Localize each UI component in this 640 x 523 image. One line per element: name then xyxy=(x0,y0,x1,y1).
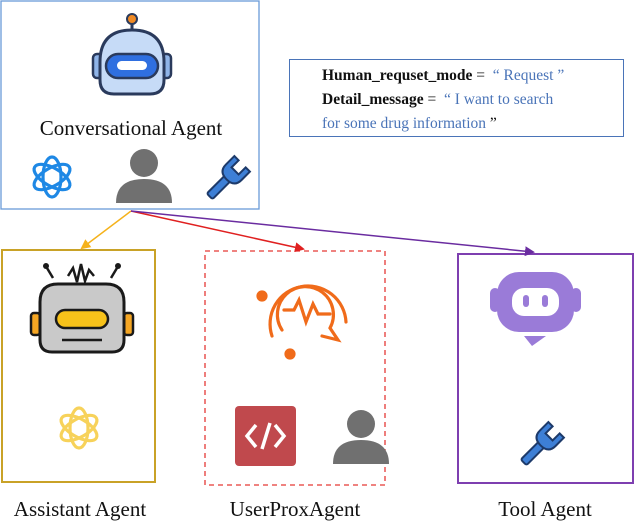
message-line-1: Human_requset_mode = “ Request ” xyxy=(322,64,623,88)
message-line-2: Detail_message = “ I want to search xyxy=(322,88,623,112)
tool-agent-label: Tool Agent xyxy=(498,497,592,521)
chat-wave-icon xyxy=(256,284,348,360)
userprox-agent-label: UserProxAgent xyxy=(229,497,361,521)
message-line-3: for some drug information ” xyxy=(322,112,623,136)
message-box: Human_requset_mode = “ Request ” Detail_… xyxy=(289,59,624,137)
equals-sign: = xyxy=(423,91,444,108)
arrow-to-tool xyxy=(130,210,535,257)
arrow-to-assistant xyxy=(80,210,132,250)
user-icon xyxy=(333,410,389,464)
robot-icon xyxy=(29,263,135,354)
message-key-mode: Human_requset_mode xyxy=(322,67,473,84)
message-key-detail: Detail_message xyxy=(322,91,424,108)
closing-quote: ” xyxy=(486,115,497,132)
conversational-agent-label: Conversational Agent xyxy=(39,116,223,140)
user-icon xyxy=(116,149,172,203)
assistant-agent-label: Assistant Agent xyxy=(13,497,147,521)
arrow-to-userprox xyxy=(130,210,305,253)
wrench-icon xyxy=(520,420,566,466)
conversational-agent-box xyxy=(0,0,260,210)
robot-head-icon xyxy=(91,13,173,96)
message-value-detail-cont: for some drug information xyxy=(322,115,487,132)
code-icon xyxy=(235,406,296,466)
robot-face-icon xyxy=(490,272,581,346)
wrench-icon xyxy=(206,154,252,200)
assistant-agent-box xyxy=(1,249,156,483)
openai-logo-icon xyxy=(59,406,99,450)
openai-logo-icon xyxy=(32,155,72,199)
equals-sign: = xyxy=(472,67,493,84)
message-value-detail: “ I want to search xyxy=(443,91,554,108)
tool-agent-box xyxy=(457,253,634,484)
message-value-mode: “ Request ” xyxy=(492,67,565,84)
